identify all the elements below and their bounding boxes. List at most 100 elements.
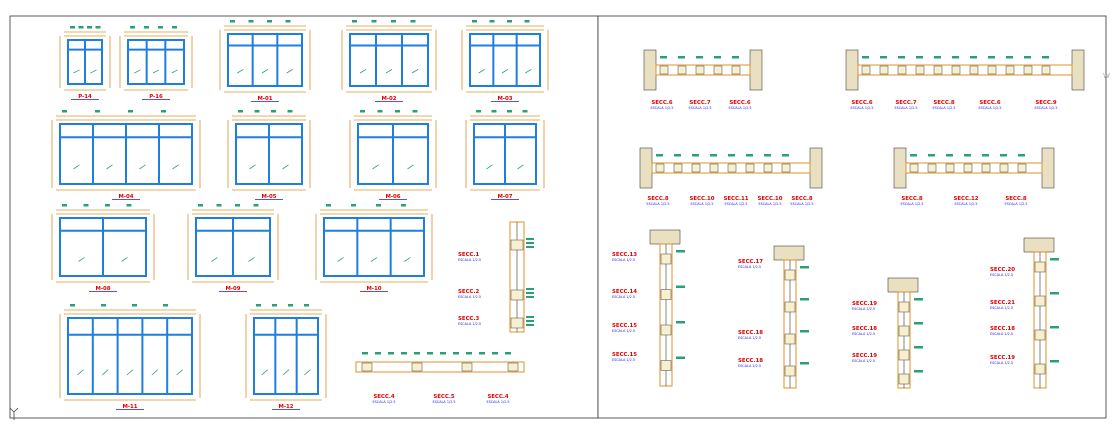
section-scale-label: ESCALA 1/2.5 — [738, 336, 761, 340]
section-label: SECC.2 — [458, 289, 480, 295]
section-label: SECC.8 — [1005, 196, 1027, 202]
ucs-icon — [9, 407, 19, 420]
elevation-label: M-12 — [278, 404, 293, 410]
elevation-label: M-09 — [225, 286, 240, 292]
section-label: SECC.8 — [791, 196, 813, 202]
section-scale-label: ESCALA 1/2.5 — [990, 273, 1013, 277]
window-elevation[interactable]: M-05 — [227, 110, 311, 200]
section-label: SECC.4 — [373, 394, 395, 400]
section-label: SECC.14 — [612, 289, 637, 295]
section-scale-label: ESCALA 1/2.5 — [1004, 202, 1027, 206]
section-scale-label: ESCALA 1/2.5 — [900, 202, 923, 206]
section-label: SECC.6 — [651, 100, 673, 106]
section-scale-label: ESCALA 1/2.5 — [990, 361, 1013, 365]
section-label: SECC.18 — [738, 358, 763, 364]
section-scale-label: ESCALA 1/2.5 — [690, 202, 713, 206]
section-label: SECC.7 — [689, 100, 711, 106]
section-label: SECC.4 — [487, 394, 509, 400]
elevation-label: M-05 — [261, 194, 276, 200]
section-scale-label: ESCALA 1/2.5 — [688, 106, 711, 110]
elevation-label: M-06 — [385, 194, 400, 200]
section-scale-label: ESCALA 1/2.5 — [612, 295, 635, 299]
window-elevation[interactable]: M-03 — [461, 20, 549, 102]
section-scale-label: ESCALA 1/2.5 — [852, 307, 875, 311]
section-scale-label: ESCALA 1/2.5 — [646, 202, 669, 206]
section-label: SECC.20 — [990, 267, 1015, 273]
window-elevation[interactable]: M-12 — [245, 304, 327, 410]
section-label: SECC.8 — [933, 100, 955, 106]
elevation-label: P-14 — [78, 94, 92, 100]
section-scale-label: ESCALA 1/2.5 — [612, 329, 635, 333]
section-label: SECC.18 — [990, 326, 1015, 332]
section-label: SECC.13 — [612, 252, 637, 258]
window-elevation[interactable]: M-09 — [187, 204, 279, 292]
section-label: SECC.19 — [852, 301, 877, 307]
section-scale-label: ESCALA 1/2.5 — [850, 106, 873, 110]
window-elevation[interactable]: M-04 — [51, 110, 201, 200]
section-label: SECC.7 — [895, 100, 917, 106]
section-label: SECC.19 — [852, 353, 877, 359]
elevation-label: M-10 — [366, 286, 381, 292]
window-elevation[interactable]: P-14 — [59, 26, 111, 100]
section-label: SECC.8 — [901, 196, 923, 202]
window-elevation[interactable]: M-11 — [59, 304, 201, 410]
window-elevation[interactable]: M-08 — [51, 204, 155, 292]
window-elevation[interactable]: M-01 — [219, 20, 311, 102]
section-scale-label: ESCALA 1/2.5 — [1034, 106, 1057, 110]
section-label: SECC.10 — [757, 196, 782, 202]
elevation-label: M-07 — [497, 194, 512, 200]
section-label: SECC.9 — [1035, 100, 1057, 106]
window-elevation[interactable]: M-07 — [465, 110, 545, 200]
elevation-label: M-04 — [118, 194, 133, 200]
section-scale-label: ESCALA 1/2.5 — [458, 322, 481, 326]
section-scale-label: ESCALA 1/2.5 — [990, 332, 1013, 336]
section-scale-label: ESCALA 1/2.5 — [852, 332, 875, 336]
window-elevation[interactable]: M-02 — [341, 20, 437, 102]
window-elevation[interactable]: P-16 — [119, 26, 193, 100]
section-label: SECC.18 — [852, 326, 877, 332]
section-scale-label: ESCALA 1/2.5 — [458, 258, 481, 262]
elevation-label: M-01 — [257, 96, 272, 102]
svg-text:W: W — [1103, 72, 1110, 80]
section-scale-label: ESCALA 1/2.5 — [932, 106, 955, 110]
section-scale-label: ESCALA 1/2.5 — [978, 106, 1001, 110]
section-label: SECC.10 — [689, 196, 714, 202]
section-label: SECC.5 — [433, 394, 455, 400]
elevation-label: M-02 — [381, 96, 396, 102]
elevation-label: M-11 — [122, 404, 137, 410]
section-label: SECC.17 — [738, 259, 763, 265]
window-elevation[interactable]: M-10 — [315, 204, 433, 292]
viewcube-hint-icon[interactable]: W — [1103, 72, 1110, 80]
section-scale-label: ESCALA 1/2.5 — [758, 202, 781, 206]
section-label: SECC.3 — [458, 316, 480, 322]
section-label: SECC.6 — [729, 100, 751, 106]
section-scale-label: ESCALA 1/2.5 — [738, 364, 761, 368]
section-label: SECC.21 — [990, 300, 1015, 306]
section-scale-label: ESCALA 1/2.5 — [728, 106, 751, 110]
section-scale-label: ESCALA 1/2.5 — [738, 265, 761, 269]
section-label: SECC.12 — [953, 196, 978, 202]
section-label: SECC.15 — [612, 323, 637, 329]
section-scale-label: ESCALA 1/2.5 — [612, 258, 635, 262]
elevation-label: P-16 — [149, 94, 163, 100]
section-scale-label: ESCALA 1/2.5 — [650, 106, 673, 110]
window-elevation[interactable]: M-06 — [349, 110, 437, 200]
elevations-group: P-14 P-16 M-01 M-02 M-03M-04 M-05 M-06 M-07M-08… — [51, 20, 549, 410]
section-label: SECC.8 — [647, 196, 669, 202]
section-scale-label: ESCALA 1/2.5 — [990, 306, 1013, 310]
section-scale-label: ESCALA 1/2.5 — [372, 400, 395, 404]
section-label: SECC.18 — [738, 330, 763, 336]
elevation-label: M-03 — [497, 96, 512, 102]
section-scale-label: ESCALA 1/2.5 — [486, 400, 509, 404]
section-label: SECC.1 — [458, 252, 480, 258]
section-label: SECC.19 — [990, 355, 1015, 361]
section-scale-label: ESCALA 1/2.5 — [458, 295, 481, 299]
section-label: SECC.15 — [612, 352, 637, 358]
